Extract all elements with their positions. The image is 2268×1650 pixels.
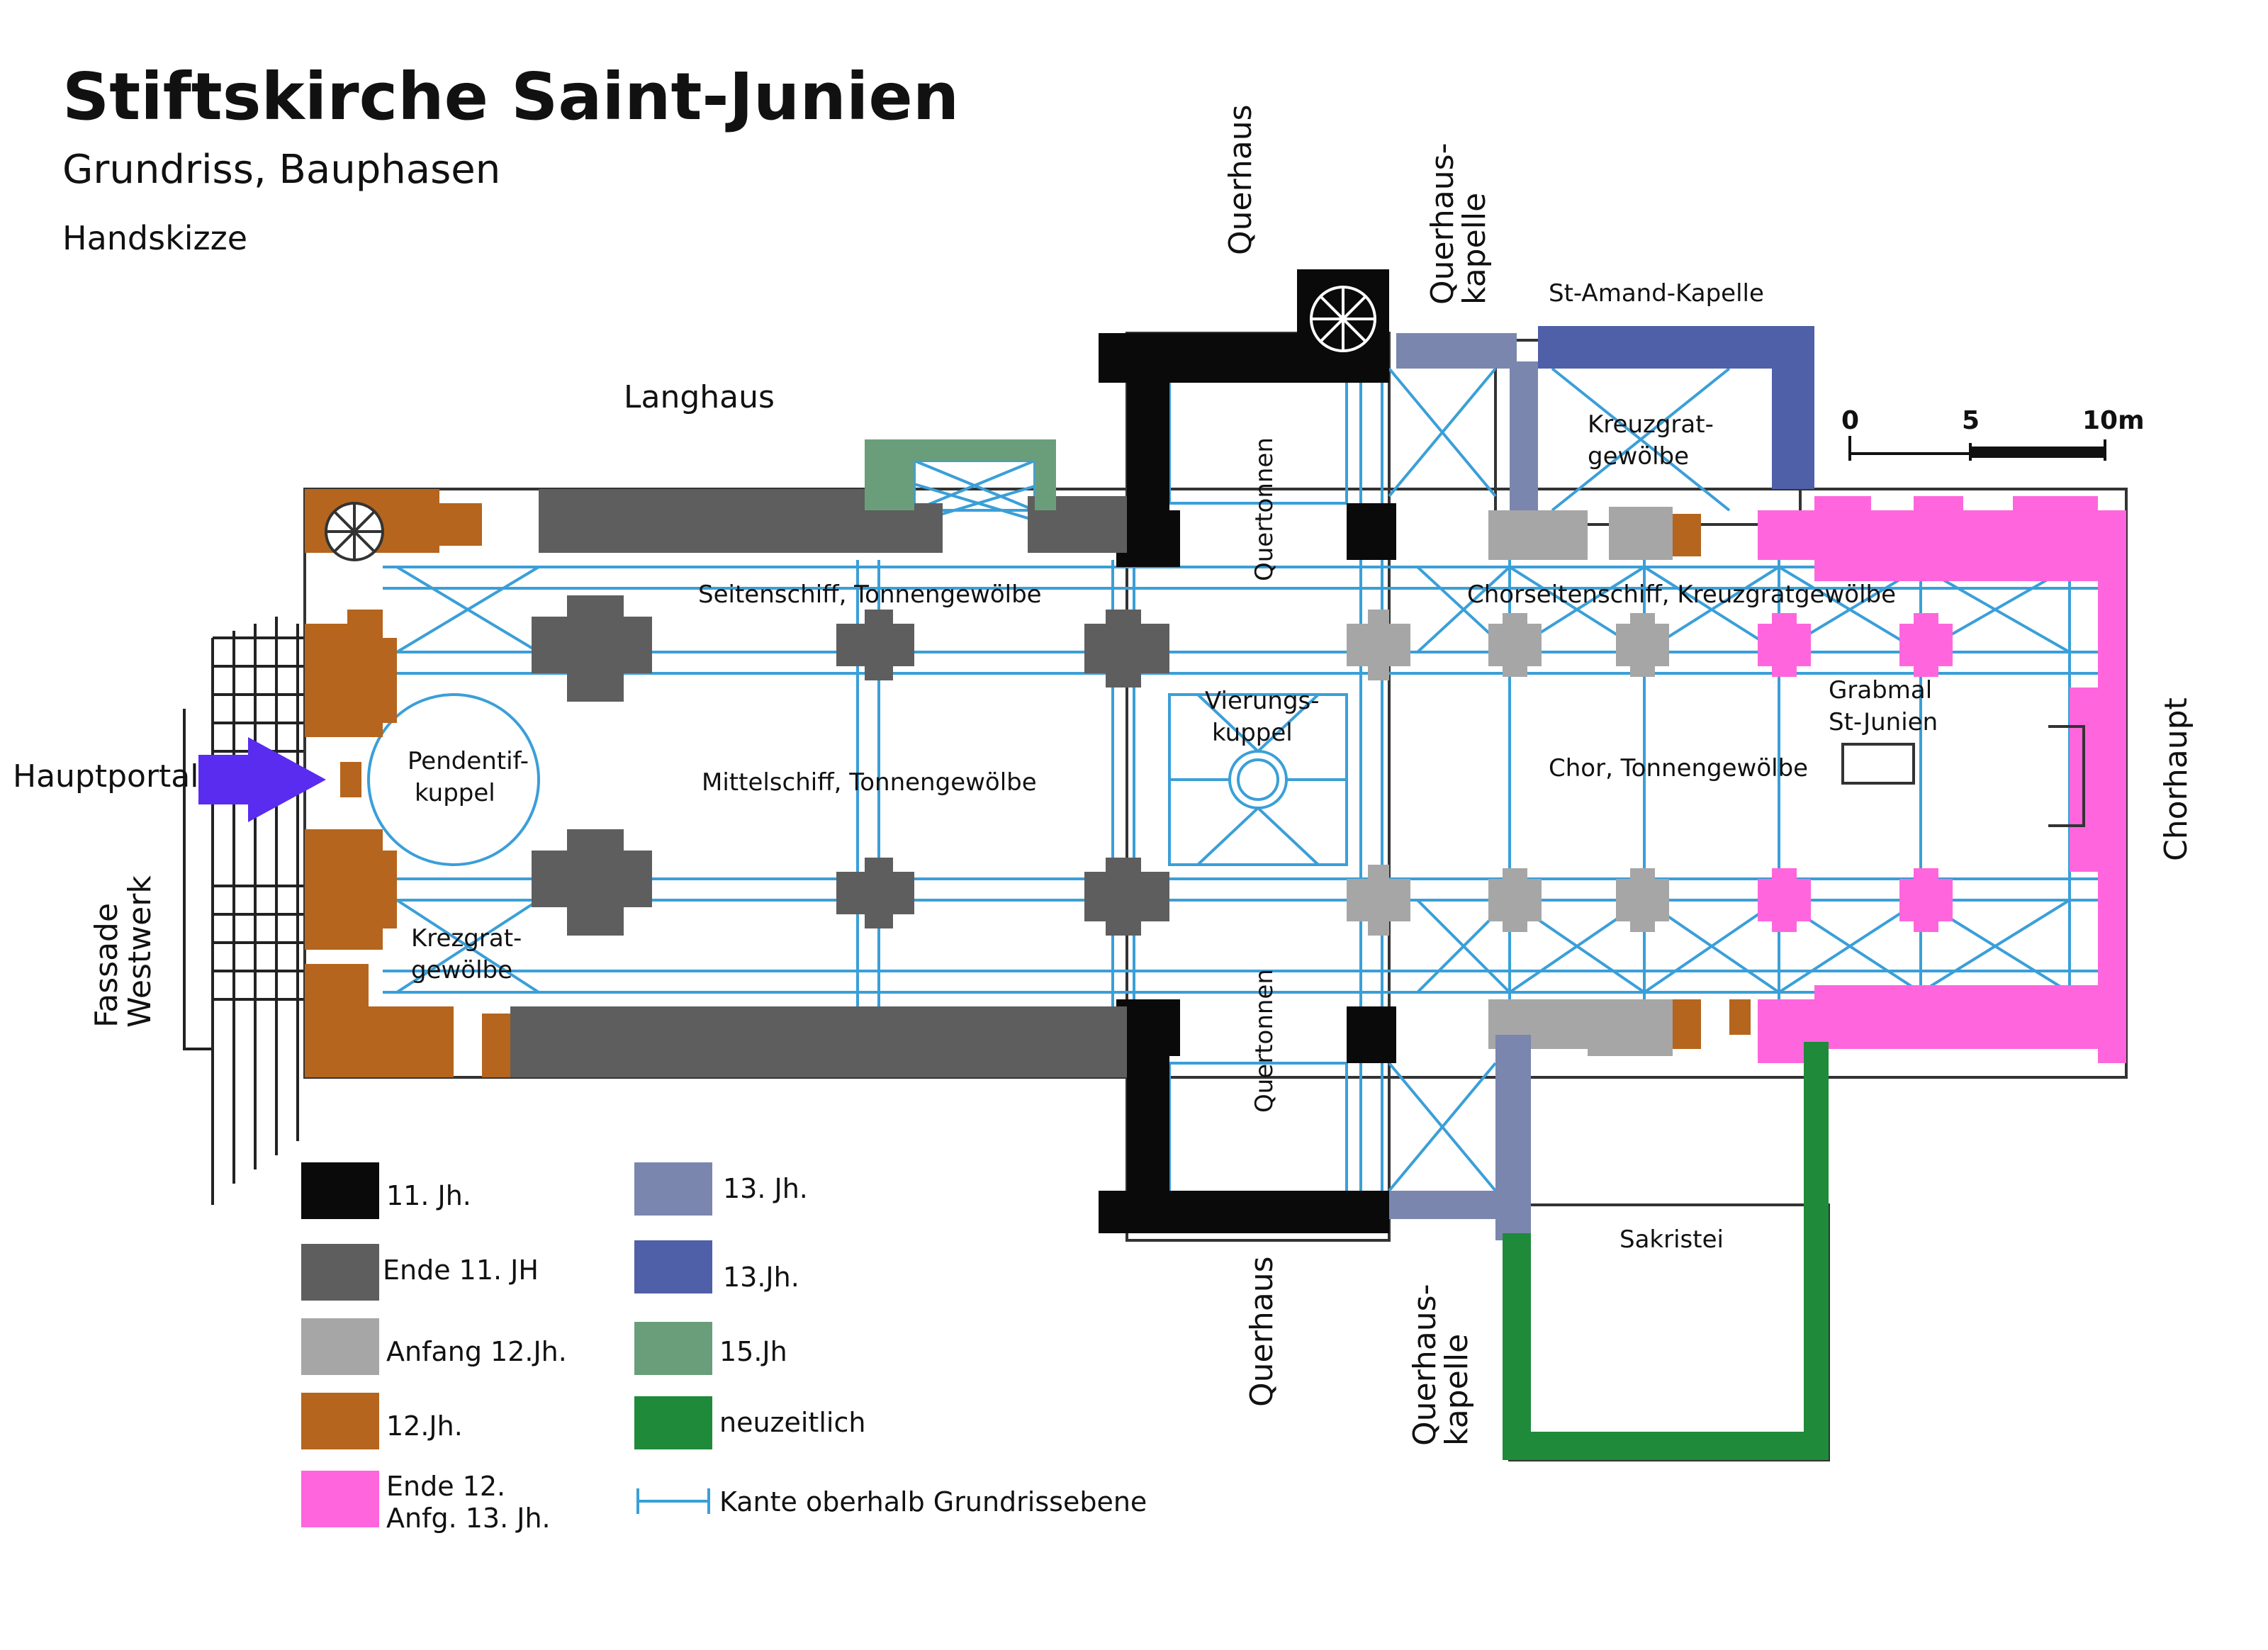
legend-swatch-ende-11jh	[301, 1244, 379, 1301]
label-vierung-1: Vierungs-	[1205, 687, 1320, 715]
label-chor: Chor, Tonnengewölbe	[1549, 754, 1808, 782]
legend-swatch-11jh	[301, 1162, 379, 1219]
label-querhauskapelle-top-1: Querhaus-	[1425, 143, 1461, 305]
grabmal	[1841, 725, 2085, 827]
legend-swatch-13jh-a	[634, 1162, 712, 1216]
label-vierung-2: kuppel	[1212, 719, 1293, 747]
legend-label-ende-12jh: Ende 12.	[386, 1471, 505, 1502]
label-westwerk: Westwerk	[122, 875, 158, 1028]
legend-swatch-neuzeitlich	[634, 1396, 712, 1449]
label-querhauskapelle-bottom-1: Querhaus-	[1407, 1284, 1443, 1446]
legend-swatch-ende-12jh	[301, 1471, 379, 1527]
label-kreuzgrat-2: gewölbe	[1588, 442, 1689, 471]
walls-neuzeitlich	[1503, 1042, 1829, 1460]
walls-13jh-a	[1389, 333, 1538, 1240]
label-chorhaupt: Chorhaupt	[2158, 697, 2194, 861]
walls-13jh-b	[1538, 326, 1814, 489]
label-chorseitenschiff: Chorseitenschiff, Kreuzgratgewölbe	[1467, 580, 1896, 609]
label-querhaus-top: Querhaus	[1223, 104, 1259, 255]
legend: 11. Jh. Ende 11. JH Anfang 12.Jh. 12.Jh.…	[301, 1162, 1147, 1534]
label-seitenschiff: Seitenschiff, Tonnengewölbe	[698, 580, 1042, 609]
label-langhaus: Langhaus	[624, 379, 775, 415]
label-quertonnen-top: Quertonnen	[1250, 437, 1279, 581]
legend-label-11jh: 11. Jh.	[386, 1180, 471, 1211]
scale-tick-10: 10m	[2082, 406, 2145, 435]
label-quertonnen-bottom: Quertonnen	[1250, 969, 1279, 1113]
legend-label-kante: Kante oberhalb Grundrissebene	[719, 1486, 1147, 1517]
label-querhaus-bottom: Querhaus	[1244, 1256, 1280, 1407]
legend-label-12jh: 12.Jh.	[386, 1410, 463, 1442]
legend-label-13jh-a: 13. Jh.	[723, 1173, 808, 1204]
label-hauptportal: Hauptportal	[13, 758, 199, 795]
legend-label-ende-11jh: Ende 11. JH	[383, 1255, 539, 1286]
page-note: Handskizze	[62, 219, 247, 257]
legend-label-15jh: 15.Jh	[719, 1336, 787, 1367]
legend-swatch-15jh	[634, 1322, 712, 1375]
walls-11jh	[1099, 269, 1396, 1233]
arrow-right-icon	[198, 737, 326, 822]
label-querhauskapelle-top-2: kapelle	[1456, 193, 1493, 305]
walls-ende-11jh	[510, 489, 1169, 1077]
legend-label-13jh-b: 13.Jh.	[723, 1262, 799, 1293]
legend-swatch-12jh	[301, 1393, 379, 1449]
spiral-stair-icon	[1310, 286, 1376, 352]
legend-label-neuzeitlich: neuzeitlich	[719, 1407, 865, 1438]
legend-label-anfang-12jh: Anfang 12.Jh.	[386, 1336, 567, 1367]
facade-steps	[183, 617, 305, 1205]
label-grabmal-2: St-Junien	[1829, 708, 1938, 736]
page-subtitle: Grundriss, Bauphasen	[62, 147, 500, 193]
label-querhauskapelle-bottom-2: kapelle	[1439, 1334, 1475, 1446]
label-pendentif-1: Pendentif-	[408, 747, 529, 775]
walls-15jh	[865, 439, 1056, 510]
walls-ende-12jh	[1758, 496, 2126, 1063]
page-title: Stiftskirche Saint-Junien	[62, 59, 959, 135]
legend-swatch-kante	[636, 1488, 710, 1514]
label-kreuzgrat-1: Kreuzgrat-	[1588, 410, 1714, 439]
label-grabmal-1: Grabmal	[1829, 676, 1932, 705]
label-st-amand: St-Amand-Kapelle	[1549, 279, 1764, 308]
label-krezgrat-1: Krezgrat-	[411, 924, 522, 953]
label-mittelschiff: Mittelschiff, Tonnengewölbe	[702, 768, 1037, 797]
legend-label-anfg-13jh: Anfg. 13. Jh.	[386, 1503, 551, 1534]
label-krezgrat-2: gewölbe	[411, 956, 512, 984]
label-fassade: Fassade	[89, 903, 125, 1028]
legend-swatch-13jh-b	[634, 1240, 712, 1293]
scale-tick-5: 5	[1962, 406, 1980, 435]
walls-anfang-12jh	[1347, 507, 1673, 1056]
scale-tick-0: 0	[1841, 406, 1859, 435]
spiral-stair-icon	[325, 502, 384, 561]
label-pendentif-2: kuppel	[415, 779, 495, 807]
scale-bar	[1848, 436, 2106, 461]
legend-swatch-anfang-12jh	[301, 1318, 379, 1375]
label-sakristei: Sakristei	[1619, 1225, 1724, 1254]
